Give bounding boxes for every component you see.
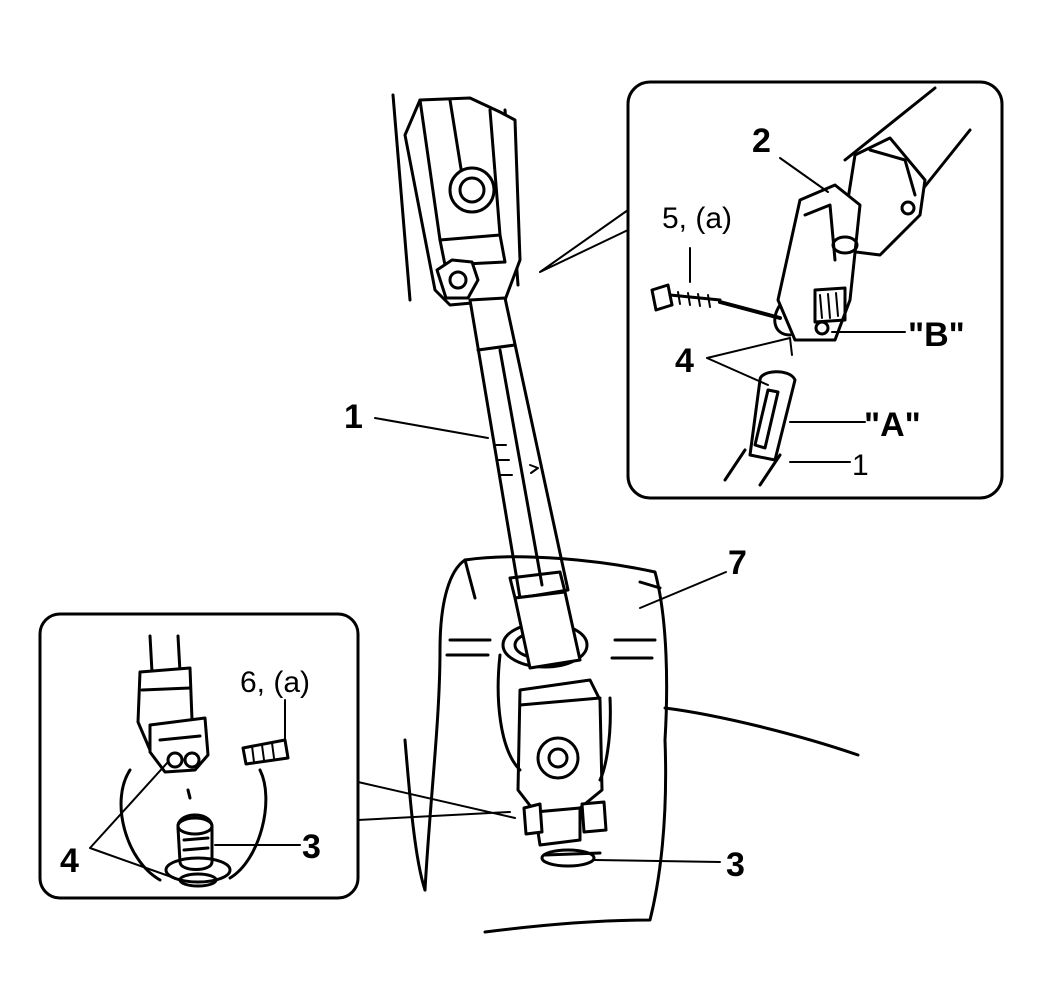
detail-leader-lower [357,781,516,821]
intermediate-shaft [468,296,570,600]
label-callout-a: "A" [864,406,921,444]
shaft-leader [374,417,489,439]
lower-joint [501,590,608,868]
detail-box-upper [626,80,1004,500]
label-shaft-main: 1 [344,398,363,436]
label-bolt-lower: 6, (a) [240,666,310,699]
boot-leader [639,571,727,609]
label-bolt-lower-detail: 3 [302,828,321,866]
label-bolt-upper: 5, (a) [662,202,732,235]
label-mark-lower: 4 [60,842,79,880]
label-joint-detail: 2 [752,122,771,160]
label-shaft-detail: 1 [852,449,869,482]
label-bolt-lower-main: 3 [726,846,745,884]
detail-box-lower [38,612,360,900]
label-callout-b: "B" [908,316,965,354]
detail-leader-upper [539,209,629,273]
steering-column-upper [391,93,522,307]
label-boot: 7 [728,544,747,582]
boot-cover [403,555,860,934]
bolt-leader-main [594,859,721,863]
label-mark-upper: 4 [675,342,694,380]
